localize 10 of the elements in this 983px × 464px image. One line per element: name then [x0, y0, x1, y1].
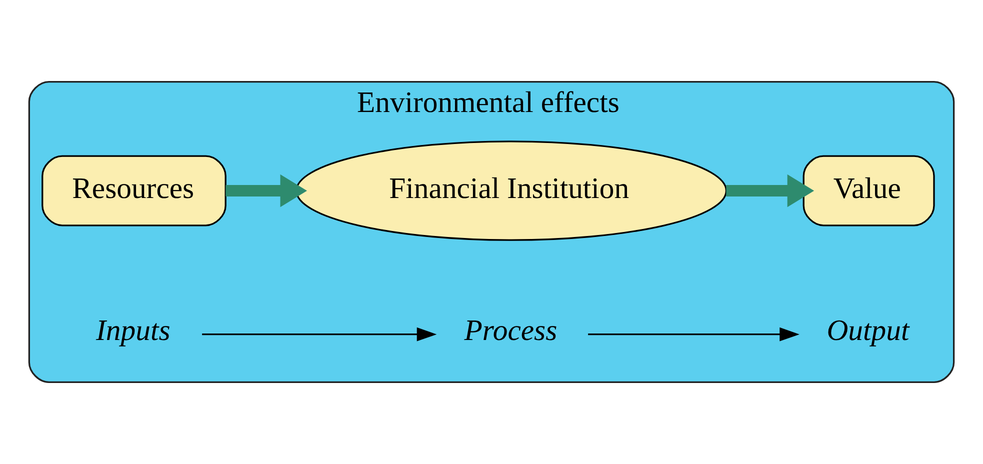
arrow — [588, 327, 800, 342]
node-text: Output — [826, 314, 910, 347]
arrow — [726, 174, 814, 208]
node-ellipse: Financial Institution — [296, 140, 728, 241]
arrow — [202, 327, 437, 342]
node-box: Value — [802, 155, 935, 226]
node-text: Process — [464, 314, 558, 347]
arrow — [226, 174, 307, 208]
node-box: Resources — [42, 155, 226, 226]
node-text: Inputs — [96, 314, 170, 347]
